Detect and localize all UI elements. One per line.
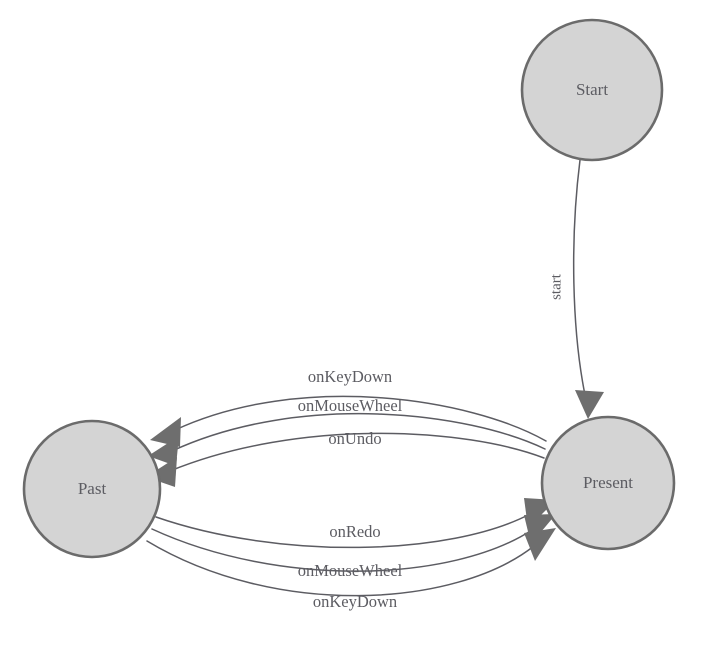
edge-path-past-present-onredo xyxy=(155,513,531,549)
edge-label-past-present-onmousewheel: onMouseWheel xyxy=(298,561,403,580)
node-start[interactable]: Start xyxy=(520,18,664,162)
arrowhead-start-present xyxy=(575,390,604,419)
edge-path-present-past-onundo xyxy=(169,432,545,472)
edge-label-present-past-onkeydown: onKeyDown xyxy=(308,367,392,386)
edge-path-past-present-onkeydown xyxy=(146,540,535,597)
node-present[interactable]: Present xyxy=(540,415,676,551)
edge-present-to-past-onkeydown[interactable]: onKeyDown xyxy=(150,367,547,447)
arrowhead-past-present-onkeydown xyxy=(524,528,556,561)
edge-path-start-present xyxy=(572,159,586,396)
node-present-circle xyxy=(540,415,676,551)
edge-label-start: start xyxy=(548,273,564,300)
edge-past-to-present-onredo[interactable]: onRedo xyxy=(155,498,556,549)
edge-label-past-present-onkeydown: onKeyDown xyxy=(313,592,397,611)
edge-past-to-present-onkeydown[interactable]: onKeyDown xyxy=(146,528,556,611)
node-past-circle xyxy=(22,419,162,559)
edge-present-to-past-onmousewheel[interactable]: onMouseWheel xyxy=(148,396,546,466)
edge-start-to-present[interactable]: start xyxy=(548,159,604,419)
node-start-label: Start xyxy=(576,80,608,99)
arrowhead-present-past-onkeydown xyxy=(150,417,181,447)
edge-label-past-present-onredo: onRedo xyxy=(329,522,380,541)
edge-path-present-past-onkeydown xyxy=(174,395,547,442)
edge-label-present-past-onmousewheel: onMouseWheel xyxy=(298,396,403,415)
edge-label-present-past-onundo: onUndo xyxy=(328,429,381,448)
node-past[interactable]: Past xyxy=(22,419,162,559)
edge-path-present-past-onmousewheel xyxy=(171,412,546,452)
arrowhead-present-past-onmousewheel xyxy=(148,436,179,466)
edge-path-past-present-onmousewheel xyxy=(151,528,533,572)
node-past-label: Past xyxy=(78,479,107,498)
node-start-circle xyxy=(520,18,664,162)
node-present-label: Present xyxy=(583,473,633,492)
